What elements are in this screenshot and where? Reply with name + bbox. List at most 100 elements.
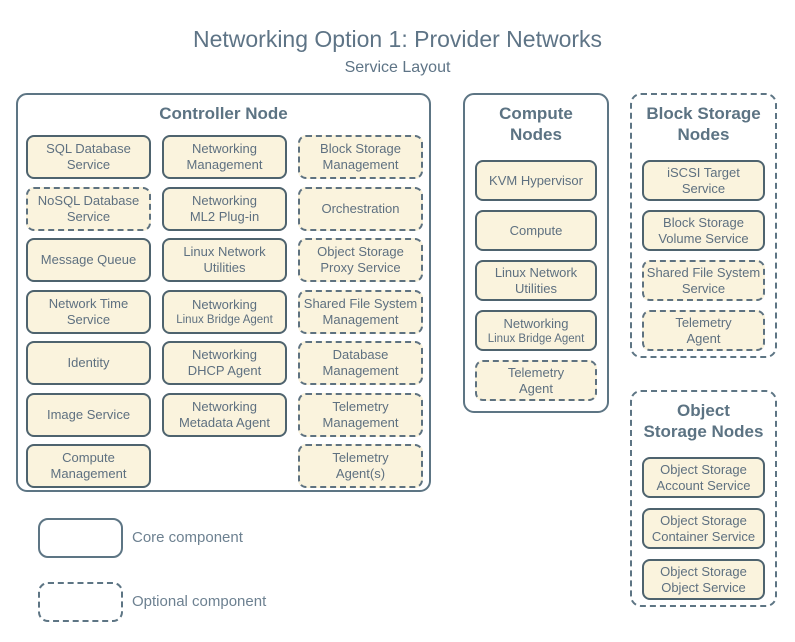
diagram-subtitle: Service Layout: [344, 59, 451, 76]
service-networking-metadata-agent: Networking Metadata Agent: [162, 392, 287, 437]
service-label: Networking: [191, 192, 258, 208]
service-label: Volume Service: [658, 230, 749, 246]
service-label: Account Service: [656, 477, 751, 493]
object-storage-nodes-title: Object Storage Nodes: [632, 392, 775, 442]
service-compute-management: Compute Management: [26, 444, 151, 488]
service-kvm-hypervisor: KVM Hypervisor: [475, 160, 597, 201]
compute-nodes-group: Compute Nodes KVM Hypervisor Compute Lin…: [463, 93, 609, 413]
legend-core-swatch: [38, 518, 123, 558]
service-object-storage-object-service: Object Storage Object Service: [642, 559, 765, 600]
service-orchestration: Orchestration: [298, 186, 423, 231]
service-label: Service: [66, 208, 111, 224]
service-label: Service: [681, 280, 726, 296]
service-nosql-database-service: NoSQL Database Service: [26, 186, 151, 231]
service-label: Management: [322, 414, 399, 430]
service-label: Linux Bridge Agent: [487, 332, 585, 345]
service-object-storage-proxy-service: Object Storage Proxy Service: [298, 238, 423, 282]
service-shared-file-system-management: Shared File System Management: [298, 289, 423, 334]
service-label: iSCSI Target: [667, 164, 740, 180]
service-label: DHCP Agent: [187, 363, 262, 378]
service-label: Object Storage: [660, 461, 747, 477]
compute-nodes-title: Compute Nodes: [465, 95, 607, 145]
service-label: Linux Network: [494, 264, 578, 280]
service-label: Management: [186, 157, 263, 172]
service-iscsi-target-service: iSCSI Target Service: [642, 160, 765, 201]
service-label: Telemetry: [675, 314, 732, 330]
service-shared-file-system-service: Shared File System Service: [642, 260, 765, 301]
node-title-line: Nodes: [510, 125, 562, 144]
service-block-storage-volume-service: Block Storage Volume Service: [642, 210, 765, 251]
controller-node-title: Controller Node: [18, 95, 429, 124]
service-label: Networking: [191, 347, 258, 362]
service-label: Management: [322, 157, 399, 172]
service-label: Agent: [686, 330, 721, 346]
diagram-title: Networking Option 1: Provider Networks: [192, 26, 603, 52]
compute-services-stack: KVM Hypervisor Compute Linux Network Uti…: [475, 160, 597, 401]
legend-optional-label: Optional component: [132, 593, 267, 610]
service-label: Management: [322, 363, 399, 378]
service-networking-management: Networking Management: [162, 135, 287, 179]
service-label: Block Storage: [663, 214, 744, 230]
service-label: Telemetry: [507, 364, 565, 380]
service-object-storage-account-service: Object Storage Account Service: [642, 457, 765, 498]
node-title-line: Object: [677, 401, 730, 420]
service-compute: Compute: [475, 210, 597, 251]
service-label: Image Service: [46, 406, 131, 422]
service-object-storage-container-service: Object Storage Container Service: [642, 508, 765, 549]
block-storage-nodes-title: Block Storage Nodes: [632, 95, 775, 145]
service-label: Service: [66, 311, 111, 327]
service-label: Networking: [191, 398, 258, 414]
service-label: Utilities: [203, 260, 246, 275]
node-title-line: Nodes: [677, 125, 730, 144]
service-label: Database: [332, 347, 389, 362]
service-block-telemetry-agent: Telemetry Agent: [642, 310, 765, 351]
node-title-line: Block Storage: [646, 104, 761, 123]
service-label: KVM Hypervisor: [489, 172, 583, 188]
service-compute-telemetry-agent: Telemetry Agent: [475, 360, 597, 401]
service-label: Linux Network: [183, 244, 266, 259]
service-label: Utilities: [515, 280, 557, 296]
service-label: Service: [681, 180, 726, 196]
service-label: Networking: [191, 141, 258, 156]
service-label: Linux Bridge Agent: [176, 313, 273, 326]
service-network-time-service: Network Time Service: [26, 289, 151, 334]
service-networking-linux-bridge-agent: Networking Linux Bridge Agent: [162, 289, 287, 334]
node-title-line: Storage Nodes: [643, 422, 764, 441]
service-linux-network-utilities: Linux Network Utilities: [162, 238, 287, 282]
service-label: Management: [50, 466, 127, 481]
service-label: Message Queue: [40, 252, 137, 267]
service-sql-database-service: SQL Database Service: [26, 135, 151, 179]
service-label: Telemetry: [332, 398, 389, 414]
service-label: Service: [66, 157, 111, 172]
controller-node-group: Controller Node SQL Database Service Net…: [16, 93, 431, 492]
service-label: Management: [322, 311, 399, 327]
service-label: ML2 Plug-in: [189, 208, 260, 224]
service-label: Shared File System: [303, 295, 418, 311]
service-label: Proxy Service: [320, 260, 401, 275]
service-label: Compute: [62, 450, 115, 465]
service-identity: Identity: [26, 341, 151, 385]
service-label: Object Service: [661, 579, 746, 595]
service-label: Networking: [503, 315, 569, 331]
service-label: Agent: [519, 380, 553, 396]
block-storage-services-stack: iSCSI Target Service Block Storage Volum…: [642, 160, 765, 351]
service-block-storage-management: Block Storage Management: [298, 135, 423, 179]
legend-core-label: Core component: [132, 529, 243, 546]
service-label: Telemetry: [332, 450, 389, 465]
legend-optional-swatch: [38, 582, 123, 622]
service-label: Block Storage: [320, 141, 401, 156]
service-label: SQL Database: [46, 141, 131, 156]
service-image-service: Image Service: [26, 392, 151, 437]
service-compute-networking-linux-bridge-agent: Networking Linux Bridge Agent: [475, 310, 597, 351]
service-telemetry-management: Telemetry Management: [298, 392, 423, 437]
block-storage-nodes-group: Block Storage Nodes iSCSI Target Service…: [630, 93, 777, 358]
service-label: Object Storage: [660, 563, 747, 579]
service-label: Object Storage: [317, 244, 404, 259]
service-label: Identity: [67, 355, 110, 370]
service-label: Agent(s): [335, 466, 386, 481]
service-compute-linux-network-utilities: Linux Network Utilities: [475, 260, 597, 301]
object-storage-services-stack: Object Storage Account Service Object St…: [642, 457, 765, 600]
service-message-queue: Message Queue: [26, 238, 151, 282]
service-telemetry-agents: Telemetry Agent(s): [298, 444, 423, 488]
